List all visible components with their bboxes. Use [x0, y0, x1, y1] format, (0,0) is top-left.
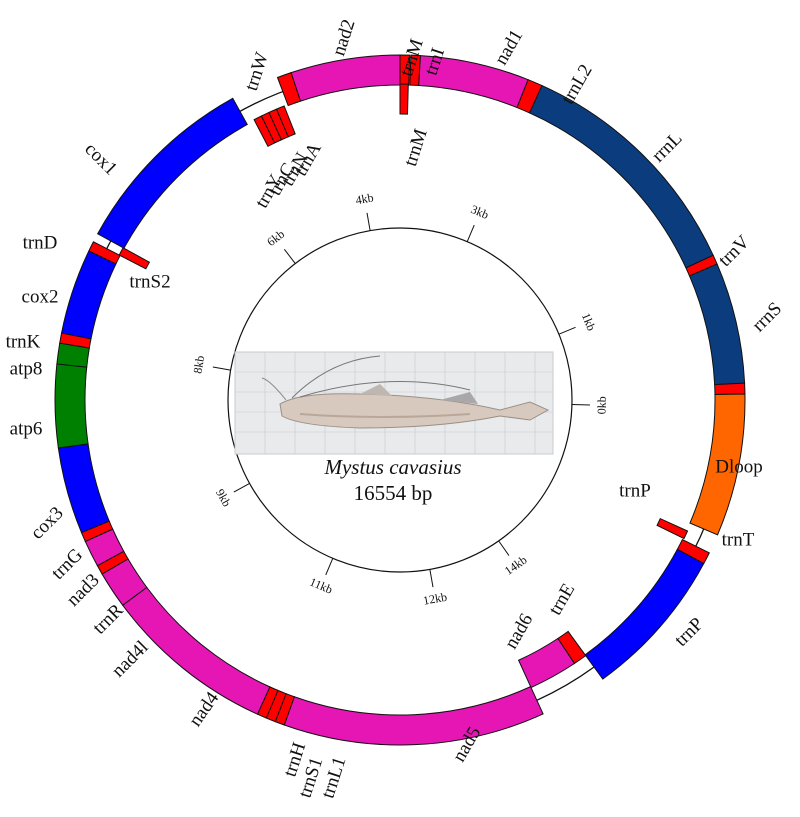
tick-mark-8kb [212, 366, 231, 371]
gene-label-trnd: trnD [23, 232, 58, 253]
gene-label-nad2: nad2 [328, 17, 359, 59]
tick-label-11kb: 11kb [308, 575, 335, 597]
gene-segment-trns2 [118, 247, 151, 270]
gene-segment-nad5 [283, 685, 544, 746]
gene-segment-cox1 [96, 97, 248, 249]
genome-size: 16554 bp [354, 481, 433, 505]
gene-label-trns2: trnS2 [129, 271, 170, 292]
gene-label-nad6: nad6 [501, 610, 538, 652]
gene-label-cox3: cox3 [27, 503, 68, 544]
tick-label-1kb: 1kb [579, 311, 599, 333]
gene-label-trne: trnE [545, 580, 580, 619]
tick-mark-3kb [466, 224, 475, 242]
gene-segment-trnp_i [656, 517, 689, 540]
tick-label-4kb: 4kb [354, 190, 374, 207]
gene-label-trnk: trnK [6, 331, 41, 352]
gene-label-nad4l: nad4l [108, 637, 153, 682]
gene-label-rrns: rrnS [748, 298, 786, 336]
gene-segment-nad6 [517, 637, 576, 689]
gene-label-rrnl: rrnL [648, 128, 687, 167]
gene-segment-cox3 [57, 443, 110, 534]
tick-label-3kb: 3kb [469, 202, 491, 222]
tick-label-0kb: 0kb [594, 396, 608, 414]
tick-mark-12kb [429, 569, 434, 588]
gene-label-cox1: cox1 [80, 139, 121, 180]
tick-label-6kb: 6kb [264, 227, 287, 249]
gene-segment-trna [275, 105, 296, 138]
gene-segments [54, 54, 746, 746]
gene-label-atp8: atp8 [10, 358, 43, 379]
gene-label-trnt: trnT [722, 529, 755, 550]
gene-label-trnv: trnV [714, 231, 754, 271]
fish-photo [234, 351, 554, 455]
gene-segment-rrns [688, 263, 746, 386]
gene-label-atp6: atp6 [10, 418, 43, 439]
gene-label-trnp_o: trnP [671, 614, 708, 651]
gene-label-trnr: trnR [89, 600, 128, 639]
tick-mark-11kb [325, 558, 334, 576]
tick-mark-1kb [558, 326, 576, 335]
tick-label-12kb: 12kb [422, 590, 448, 608]
gene-segment-rrnl [528, 84, 714, 269]
gene-segment-dloop [689, 393, 746, 536]
gene-segment-trnm_i [399, 83, 409, 115]
gene-label-nad1: nad1 [491, 26, 528, 68]
gene-label-trnp_i: trnP [619, 480, 651, 501]
gene-label-cox2: cox2 [22, 286, 59, 307]
gene-label-trnm_i: trnM [400, 126, 432, 169]
gene-label-dloop: Dloop [715, 456, 763, 477]
gene-segment-trnf [714, 382, 746, 396]
tick-mark-4kb [366, 212, 371, 231]
species-name: Mystus cavasius [323, 455, 461, 479]
gene-label-trnw: trnW [241, 50, 273, 94]
gene-segment-atp6 [54, 363, 89, 449]
gene-segment-nad2 [290, 54, 401, 102]
tick-mark-14kb [498, 540, 510, 556]
tick-mark-9kb [233, 482, 250, 493]
gene-segment-cox2 [60, 250, 117, 340]
gene-label-nad4: nad4 [185, 688, 224, 731]
tick-mark-6kb [283, 248, 296, 264]
gene-label-trnl2: trnL2 [557, 61, 596, 108]
gene-segment-trnp_o [584, 548, 705, 680]
tick-label-14kb: 14kb [502, 553, 530, 578]
tick-label-9kb: 9kb [213, 487, 234, 510]
tick-label-8kb: 8kb [190, 354, 207, 374]
